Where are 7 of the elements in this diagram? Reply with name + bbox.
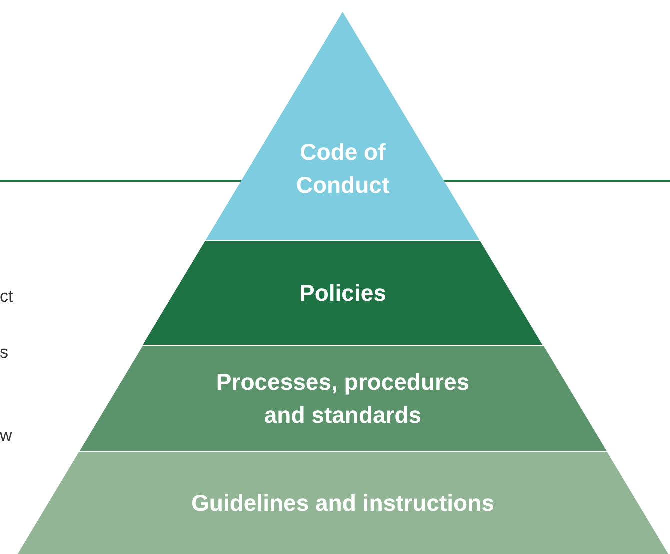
- layer-label: Code of Conduct: [295, 138, 391, 200]
- cut-off-text: s: [0, 343, 8, 363]
- layer-label: Policies: [300, 278, 386, 308]
- cut-off-text: ct: [0, 287, 14, 307]
- cut-off-text: w: [0, 426, 12, 446]
- layer-label: Guidelines and instructions: [192, 488, 494, 518]
- layer-label: Processes, procedures and standards: [215, 368, 471, 430]
